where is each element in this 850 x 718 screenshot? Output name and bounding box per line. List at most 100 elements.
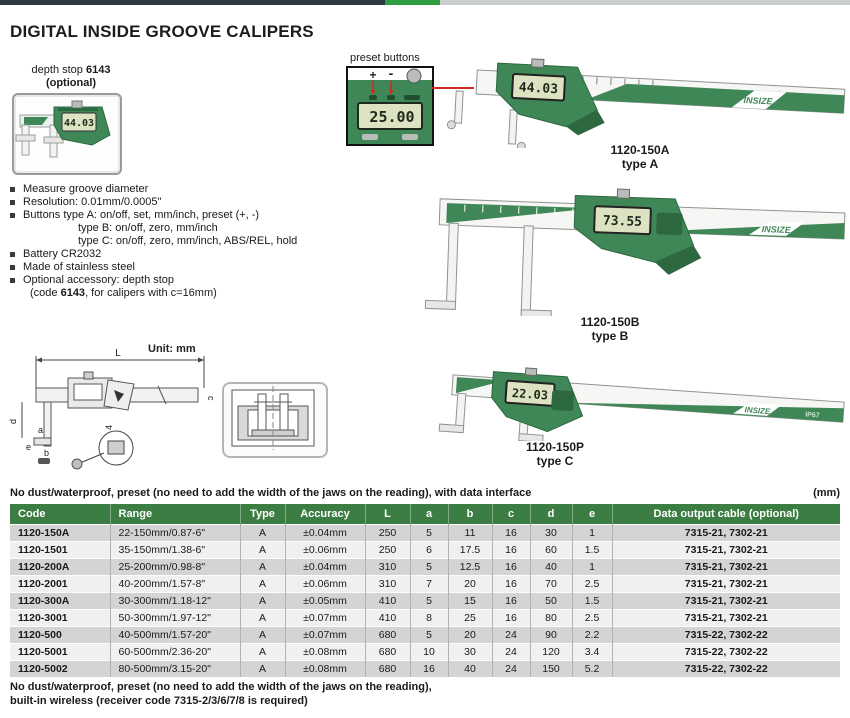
table-cell: 410 [364,609,410,627]
dim-b-label: b [44,448,49,458]
table-cell: ±0.08mm [284,660,365,677]
brand-logo: INSIZE [743,95,773,107]
list-item: Made of stainless steel [10,261,370,274]
table-cell: 1120-500 [10,626,110,644]
table-cell: 12.5 [447,558,492,576]
product-code: 1120-150B [580,315,640,329]
table-cell: 16 [491,524,530,542]
table-cell: 7315-21, 7302-21 [611,558,840,576]
table-cell: 7315-22, 7302-22 [611,626,840,644]
bullet-square-icon [10,200,15,205]
preset-buttons-inset: + - 25.00 [346,65,434,151]
caliper-type-a-illustration: INSIZE 44.03 [446,58,846,148]
table-cell: 1 [571,558,612,576]
table-cell: 11 [447,524,492,542]
table-cell: 40 [529,558,572,576]
col-header-range: Range [109,504,240,525]
list-item: Measure groove diameter [10,183,370,196]
table-cell: 7315-21, 7302-21 [611,524,840,542]
table-cell: 5 [409,626,448,644]
table-cell: ±0.04mm [284,558,365,576]
table-cell: ±0.06mm [284,541,365,559]
table-cell: 30 [529,524,572,542]
table-cell: A [239,643,285,661]
feature-text: Buttons type A: on/off, set, mm/inch, pr… [23,209,260,221]
strip-dark-segment [0,0,385,5]
table-cell: 1.5 [571,541,612,559]
table-cell: 150 [529,660,572,677]
table-cell: 7315-21, 7302-21 [611,609,840,627]
preset-inset-illustration: + - 25.00 [346,65,434,146]
product-label-type-b: 1120-150B type B [555,315,665,343]
unit-label: Unit: mm [148,343,196,355]
bullet-square-icon [10,278,15,283]
table-cell: ±0.08mm [284,643,365,661]
table-cell: 1120-150A [10,524,110,542]
table-cell: 15 [447,592,492,610]
table-cell: 5 [409,524,448,542]
bullet-square-icon [10,265,15,270]
table-unit-label: (mm) [813,487,840,499]
table-cell: 310 [364,558,410,576]
table-cell: 1120-1501 [10,541,110,559]
table-cell: 680 [364,626,410,644]
table-cell: 50-300mm/1.97-12" [109,609,240,627]
table-cell: 24 [491,626,530,644]
table-cell: 5.2 [571,660,612,677]
page-title: DIGITAL INSIDE GROOVE CALIPERS [10,22,314,41]
table-cell: 1120-5002 [10,660,110,677]
feature-text: Resolution: 0.01mm/0.0005" [23,196,162,208]
table-cell: A [239,626,285,644]
table-cell: 25-200mm/0.98-8" [109,558,240,576]
footer-line-2: built-in wireless (receiver code 7315-2/… [10,695,308,707]
table-cell: 5 [409,592,448,610]
detail-dim-label: 4 [104,425,114,430]
feature-text: Battery CR2032 [23,248,102,260]
red-arrow-icon [388,90,394,95]
col-header-accuracy: Accuracy [284,504,365,525]
list-item: Optional accessory: depth stop (code 614… [10,274,370,300]
table-cell: 17.5 [447,541,492,559]
table-cell: 7315-22, 7302-22 [611,660,840,677]
table-cell: 50 [529,592,572,610]
table-cell: 1120-3001 [10,609,110,627]
table-cell: A [239,592,285,610]
table-cell: 1 [571,524,612,542]
table-cell: 2.5 [571,575,612,593]
col-header-type: Type [239,504,285,525]
depth-stop-photo: 44.03 [12,93,122,175]
table-cell: 7 [409,575,448,593]
plus-label: + [369,68,376,82]
brand-logo: INSIZE [762,224,792,235]
table-cell: 1120-200A [10,558,110,576]
table-cell: 7315-21, 7302-21 [611,592,840,610]
strip-light-segment [440,0,850,5]
table-cell: 25 [447,609,492,627]
table-cell: 30-300mm/1.18-12" [109,592,240,610]
table-cell: 410 [364,592,410,610]
table-cell: 250 [364,524,410,542]
product-code: 1120-150P [525,440,585,454]
table-cell: 20 [447,575,492,593]
feature-text: Measure groove diameter [23,183,149,195]
table-cell: 16 [491,609,530,627]
lcd-display: 44.03 [518,80,558,97]
table-cell: ±0.07mm [284,626,365,644]
table-cell: 8 [409,609,448,627]
table-cell: 40 [447,660,492,677]
table-cell: 22-150mm/0.87-6" [109,524,240,542]
bullet-square-icon [10,213,15,218]
table-cell: 3.4 [571,643,612,661]
col-header-code: Code [10,504,110,525]
strip-green-segment [385,0,440,5]
list-item: Resolution: 0.01mm/0.0005" [10,196,370,209]
feature-subline: type B: on/off, zero, mm/inch [78,222,218,234]
table-cell: A [239,524,285,542]
table-cell: ±0.06mm [284,575,365,593]
